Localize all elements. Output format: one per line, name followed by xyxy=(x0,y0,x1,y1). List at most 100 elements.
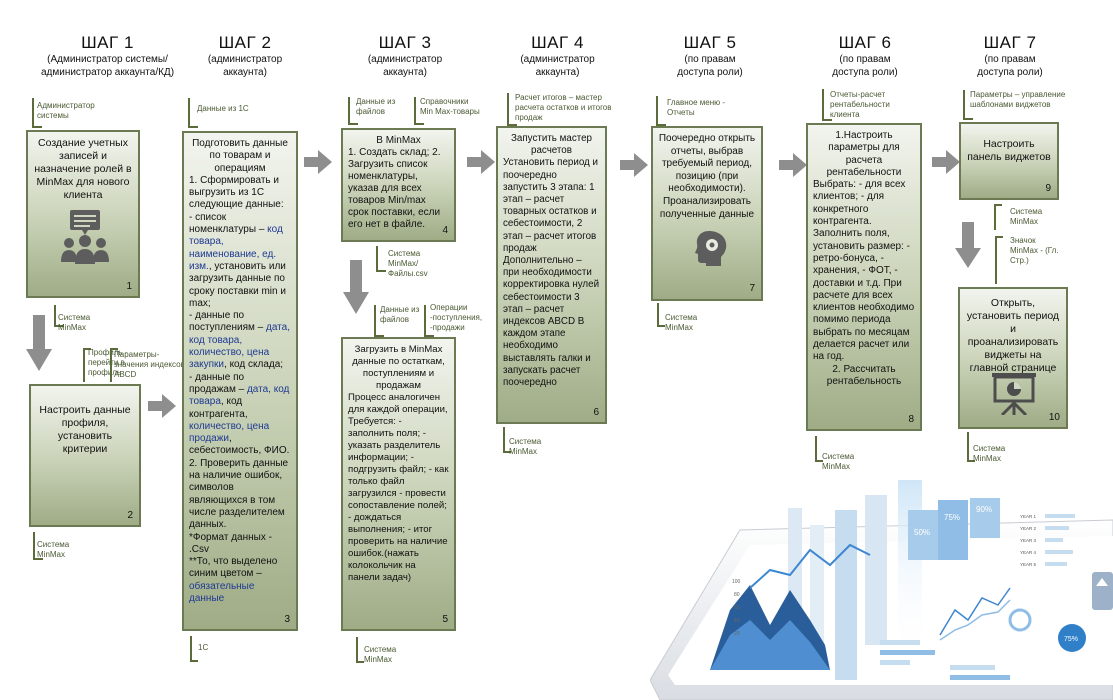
connector-line xyxy=(188,126,198,128)
connector-line xyxy=(815,436,817,462)
box-text: Процесс аналогичен для каждой операции, … xyxy=(348,392,449,583)
label-system-minmax-8: Система MinMax xyxy=(822,452,855,471)
label-data-files: Данные из файлов xyxy=(356,97,396,116)
connector-line xyxy=(994,204,996,230)
step-box-7: Поочередно открыть отчеты, выбрав требуе… xyxy=(651,126,763,301)
connector-line xyxy=(815,460,823,462)
step-6-header: ШАГ 6 (по правам доступа роли) xyxy=(820,33,910,79)
connector-line xyxy=(54,325,64,327)
step-1-header: ШАГ 1 (Администратор системы/ администра… xyxy=(40,33,175,79)
label-ref-minmax: Справочники Min Max-товары xyxy=(420,97,480,116)
connector-line xyxy=(963,118,973,120)
svg-text:YEAR 4: YEAR 4 xyxy=(1020,550,1037,555)
step-box-1: Создание учетных записей и назначение ро… xyxy=(26,130,140,298)
step-number: 5 xyxy=(442,614,448,625)
connector-line xyxy=(356,661,364,663)
connector-line xyxy=(348,123,358,125)
step-box-2: Настроить данные профиля, установить кри… xyxy=(29,384,141,527)
step-box-4: В MinMax 1. Создать склад; 2. Загрузить … xyxy=(341,128,456,242)
step-number: 7 xyxy=(749,283,755,295)
percent-label: 90% xyxy=(976,505,992,514)
box-text: Настроить данные профиля, установить кри… xyxy=(39,404,131,455)
connector-line xyxy=(356,637,358,663)
connector-line xyxy=(376,246,378,272)
label-system-minmax-6: Система MinMax xyxy=(509,437,542,456)
connector-line xyxy=(348,97,350,125)
head-gear-icon xyxy=(695,231,727,266)
box-title: Загрузить в MinMax данные по остаткам, п… xyxy=(352,344,445,391)
connector-line xyxy=(503,451,511,453)
step-box-10: Открыть, установить период и проанализир… xyxy=(958,287,1068,429)
connector-line xyxy=(822,119,832,121)
box-tail: 2. Рассчитать рентабельность xyxy=(826,363,902,387)
label-results-calc: Расчет итогов – мастер расчета остатков … xyxy=(515,93,612,122)
connector-line xyxy=(54,305,56,327)
chart-bar xyxy=(970,498,1000,538)
chart-bar xyxy=(938,500,968,560)
label-main-menu: Главное меню - Отчеты xyxy=(667,98,726,117)
box-text: Поочередно открыть отчеты, выбрав требуе… xyxy=(658,133,756,220)
svg-text:YEAR 2: YEAR 2 xyxy=(1020,526,1037,531)
box-text: Создание учетных записей и назначение ро… xyxy=(34,137,132,201)
step-number: 8 xyxy=(908,413,914,425)
step-subtitle: (по правам доступа роли) xyxy=(977,54,1043,78)
svg-text:100: 100 xyxy=(732,579,741,585)
step-box-3: Подготовить данные по товарам и операция… xyxy=(182,131,298,631)
connector-line xyxy=(424,335,434,337)
line-chart xyxy=(939,599,1011,641)
step-4-header: ШАГ 4 (администратор аккаунта) xyxy=(510,33,605,79)
connector-line xyxy=(190,636,192,662)
label-params-abcd: Параметры-значения индексов ABCD xyxy=(114,350,185,379)
right-arrow-icon xyxy=(932,150,960,174)
box-text: Настроить панель виджетов xyxy=(967,138,1051,163)
percent-label: 75% xyxy=(944,513,960,522)
connector-line xyxy=(374,305,376,337)
label-profile-go: Профиль - перейти в профиль xyxy=(88,348,128,377)
step-subtitle: (по правам доступа роли) xyxy=(832,54,898,78)
connector-line xyxy=(963,90,965,120)
meeting-icon xyxy=(61,210,109,264)
step-title: ШАГ 7 xyxy=(983,33,1037,52)
label-system-minmax-1: Система MinMax xyxy=(58,313,91,332)
label-system-minmax-10: Система MinMax xyxy=(973,444,1006,463)
down-arrow-icon xyxy=(26,315,52,371)
svg-text:YEAR 3: YEAR 3 xyxy=(1020,538,1037,543)
label-system-minmax-9: Система MinMax xyxy=(1010,207,1043,226)
connector-line xyxy=(822,89,824,121)
box-title: 1.Настроить параметры для расчета рентаб… xyxy=(826,130,902,178)
connector-line xyxy=(656,96,658,126)
step-number: 6 xyxy=(593,406,599,418)
connector-line xyxy=(33,532,35,560)
svg-text:80: 80 xyxy=(734,592,740,598)
connector-line xyxy=(32,126,42,128)
svg-text:YEAR 5: YEAR 5 xyxy=(1020,562,1037,567)
label-data-1c: Данные из 1С xyxy=(197,104,249,113)
step-box-9: Настроить панель виджетов 9 xyxy=(959,122,1059,200)
label-params-widgets: Параметры – управление шаблонами виджето… xyxy=(970,90,1066,109)
chart-bar xyxy=(835,510,857,680)
connector-line xyxy=(188,98,190,128)
connector-line xyxy=(110,348,118,350)
connector-line xyxy=(83,348,91,350)
connector-line xyxy=(83,348,85,382)
line-chart xyxy=(939,587,1011,636)
step-number: 4 xyxy=(442,225,448,236)
right-arrow-icon xyxy=(467,150,495,174)
label-admin-system: Администратор системы xyxy=(37,101,95,120)
connector-line xyxy=(424,305,426,337)
gauge-circle xyxy=(1008,608,1032,632)
label-icon-minmax: Значок MinMax - (Гл. Стр.) xyxy=(1010,236,1059,265)
tablet-chart-illustration: 50% 75% 90% 100 80 60 40 20 YEAR 1 YEAR … xyxy=(650,480,1113,700)
label-reports-calc: Отчеты-расчет рентабельности клиента xyxy=(830,90,890,119)
right-arrow-icon xyxy=(148,394,176,418)
label-system-minmax-5: Система MinMax xyxy=(364,645,397,664)
label-system-minmax-files: Система MinMax/ Файлы.csv xyxy=(388,249,428,278)
line-chart xyxy=(749,543,871,589)
box-text: Открыть, установить период и проанализир… xyxy=(966,297,1060,374)
connector-line xyxy=(967,432,969,462)
right-arrow-icon xyxy=(779,153,807,177)
step-3-header: ШАГ 3 (администратор аккаунта) xyxy=(360,33,450,79)
step-number: 10 xyxy=(1048,412,1060,423)
connector-line xyxy=(414,123,424,125)
step-7-header: ШАГ 7 (по правам доступа роли) xyxy=(965,33,1055,79)
